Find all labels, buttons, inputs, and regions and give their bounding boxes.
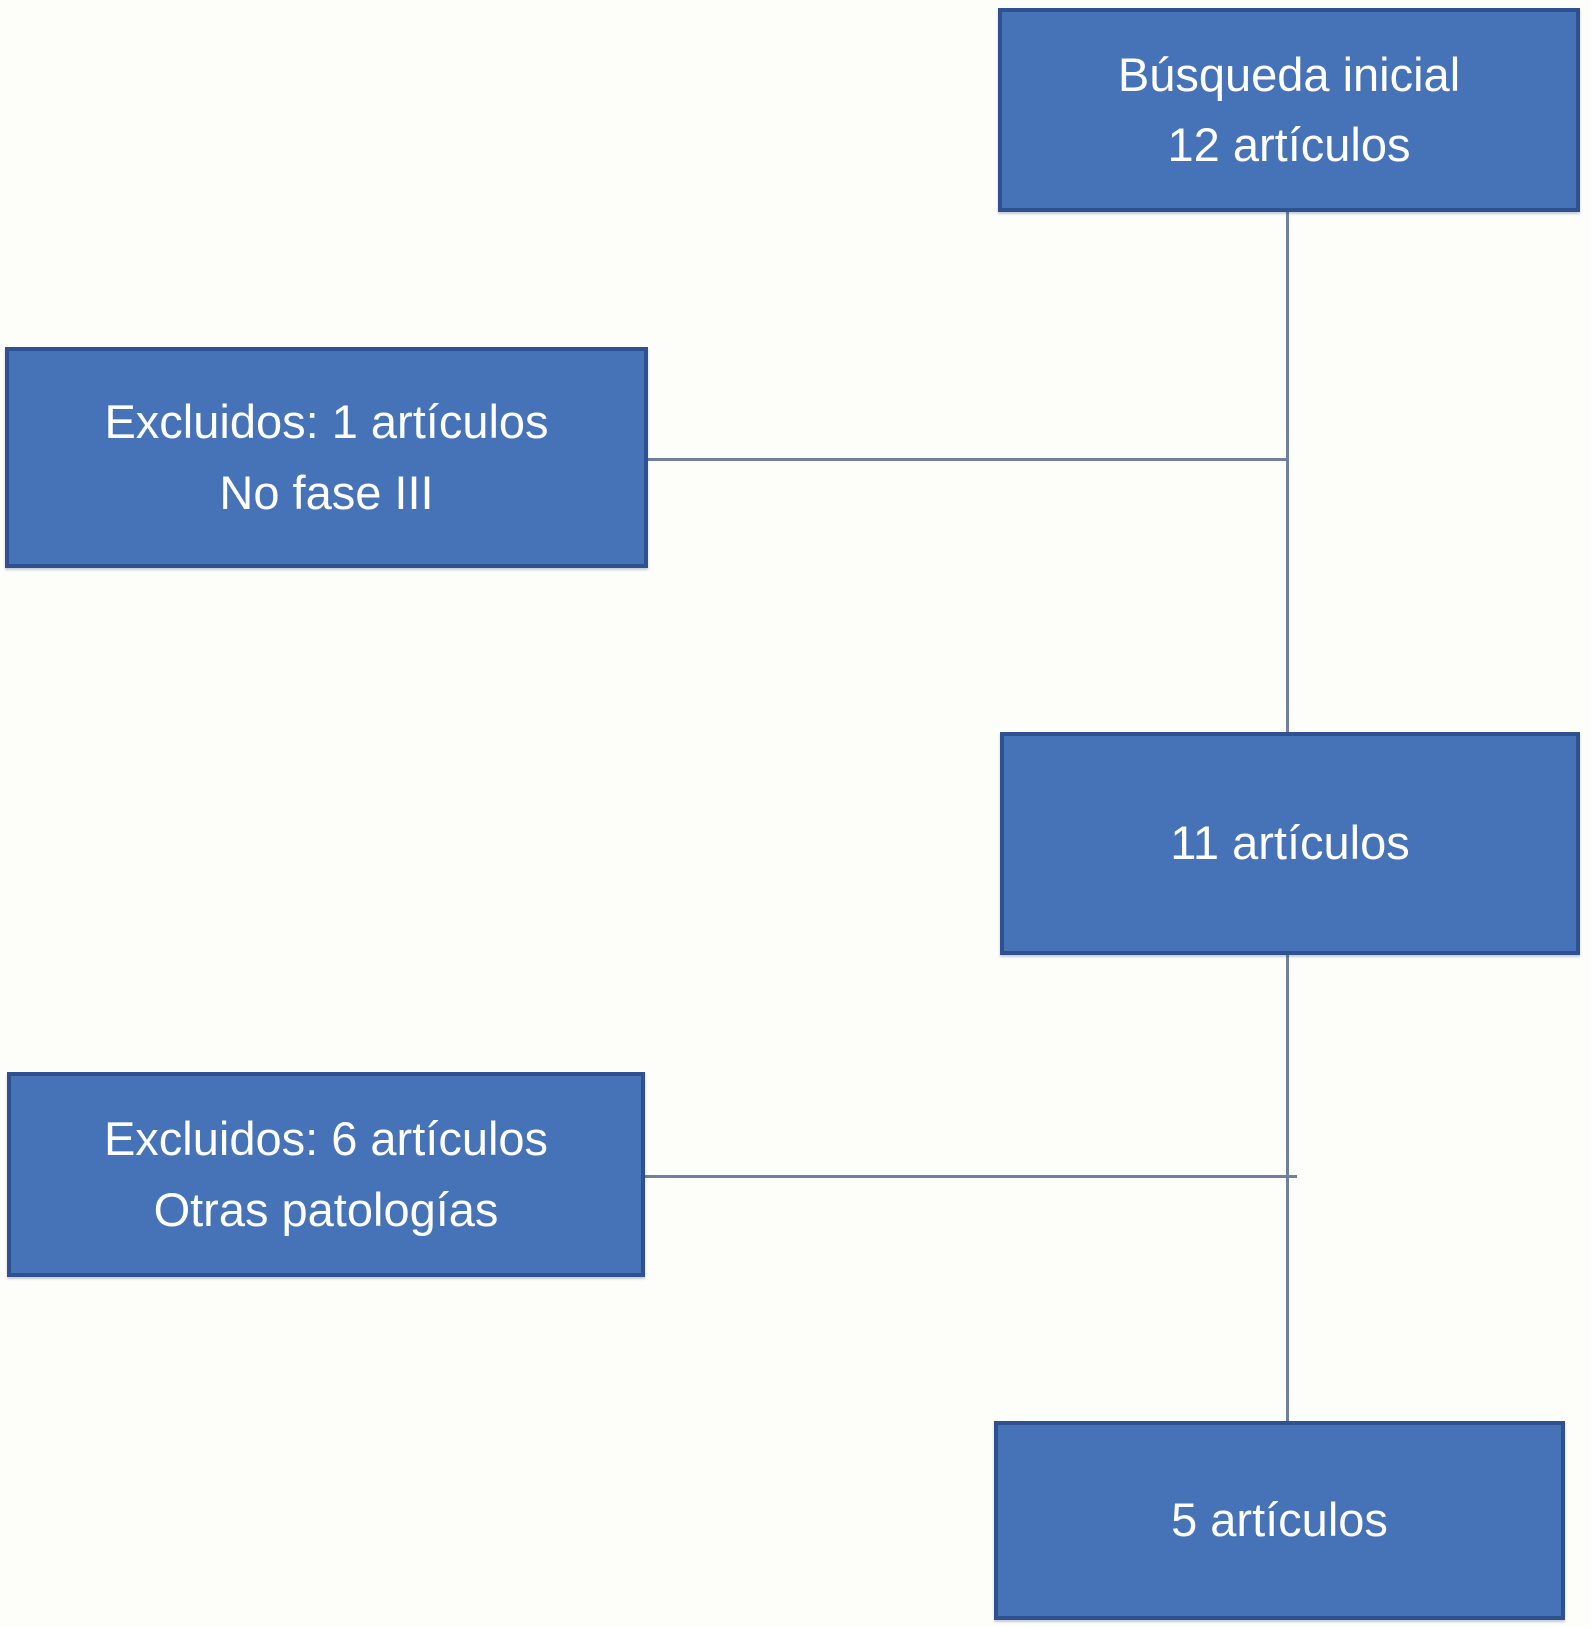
node-busqueda-inicial: Búsqueda inicial 12 artículos bbox=[998, 8, 1580, 212]
node-11-articulos: 11 artículos bbox=[1000, 732, 1580, 955]
node-text-line: Búsqueda inicial bbox=[1117, 47, 1461, 101]
connector-busqueda-to-11articulos bbox=[1286, 212, 1289, 732]
node-text-line: Excluidos: 6 artículos bbox=[103, 1112, 549, 1165]
connector-branch-excluidos-1 bbox=[648, 458, 1288, 461]
node-text-line: 12 artículos bbox=[1167, 118, 1411, 171]
node-text-line: 11 artículos bbox=[1170, 816, 1410, 870]
node-text-line: Excluidos: 1 artículos bbox=[104, 395, 549, 448]
node-excluidos-6-articulos: Excluidos: 6 artículos Otras patologías bbox=[7, 1072, 645, 1277]
node-5-articulos: 5 artículos bbox=[994, 1421, 1565, 1620]
connector-branch-excluidos-6 bbox=[645, 1175, 1297, 1178]
node-text-line: 5 artículos bbox=[1171, 1493, 1388, 1547]
node-excluidos-1-articulos: Excluidos: 1 artículos No fase III bbox=[5, 347, 648, 568]
node-text-line: No fase III bbox=[219, 465, 434, 519]
node-text-line: Otras patologías bbox=[153, 1182, 499, 1236]
connector-11articulos-to-5articulos bbox=[1286, 955, 1289, 1421]
